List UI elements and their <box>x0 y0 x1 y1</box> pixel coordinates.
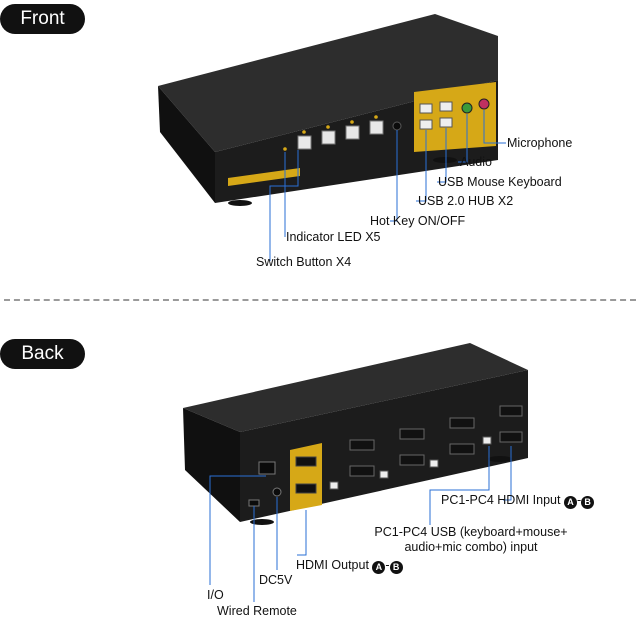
front-mic-jack <box>478 98 490 110</box>
back-callout-lines <box>209 446 512 602</box>
label-dc5v: DC5V <box>259 573 293 587</box>
label-usb-input-line2: audio+mic combo) input <box>404 540 538 554</box>
back-hdmi-out-a <box>295 456 317 467</box>
front-switch-button-1 <box>297 135 312 150</box>
back-power-switch <box>258 461 276 475</box>
front-led-5 <box>374 115 378 119</box>
front-hotkey-button <box>392 121 402 131</box>
front-led-2 <box>302 130 306 134</box>
leader-usb-input <box>429 446 490 525</box>
label-hot-key: Hot Key ON/OFF <box>370 214 466 228</box>
front-usb-port-1 <box>419 103 433 114</box>
leader-microphone <box>483 110 506 144</box>
leader-usb-hub <box>416 130 427 202</box>
badge-a-icon: A <box>372 561 386 574</box>
front-switch-button-4 <box>369 120 384 135</box>
leader-hdmi-input <box>503 446 512 501</box>
front-switch-button-3 <box>345 125 360 140</box>
leader-io <box>209 475 266 585</box>
label-usb-mouse-keyboard: USB Mouse Keyboard <box>438 175 562 189</box>
back-remote-port <box>248 499 260 507</box>
badge-a-icon: A <box>563 496 577 509</box>
back-hdmi-input-ports <box>349 405 523 477</box>
leader-hdmi-output <box>297 510 307 556</box>
front-device-side <box>158 86 215 203</box>
label-usb-hub: USB 2.0 HUB X2 <box>418 194 514 208</box>
label-microphone: Microphone <box>507 136 573 150</box>
front-led-3 <box>326 125 330 129</box>
section-divider <box>4 299 636 301</box>
front-device-top <box>158 14 498 152</box>
front-usb-port-4 <box>439 117 453 128</box>
front-brand-stripe <box>228 168 300 186</box>
label-hdmi-input-text: PC1-PC4 HDMI Input <box>441 493 561 507</box>
badge-b-icon: B <box>581 496 595 509</box>
label-usb-input-line1: PC1-PC4 USB (keyboard+mouse+ <box>374 525 568 539</box>
label-wired-remote: Wired Remote <box>217 604 297 618</box>
back-foot-left <box>250 519 274 525</box>
label-io: I/O <box>207 588 224 602</box>
front-device <box>158 14 498 206</box>
front-switch-button-2 <box>321 130 336 145</box>
leader-usb-mouse-keyboard <box>437 128 447 183</box>
front-callout-lines <box>269 110 506 261</box>
back-hdmi-out-b <box>295 483 317 494</box>
label-indicator-led: Indicator LED X5 <box>286 230 381 244</box>
back-device <box>183 343 528 525</box>
label-audio: Audio <box>460 155 492 169</box>
front-usb-port-2 <box>419 119 433 130</box>
leader-switch-button <box>269 150 299 261</box>
front-gold-panel <box>414 82 496 152</box>
back-dc-jack <box>272 487 282 497</box>
front-section-label: Front <box>0 4 85 34</box>
back-section-label: Back <box>0 339 85 369</box>
leader-hot-key <box>390 130 398 222</box>
back-usb-input-ports <box>329 436 492 490</box>
front-usb-port-3 <box>439 101 453 112</box>
back-foot-right <box>488 456 512 462</box>
leader-audio <box>458 114 468 163</box>
back-gold-panel <box>290 443 322 511</box>
back-device-top <box>183 343 528 432</box>
label-hdmi-input: PC1-PC4 HDMI Input A-B <box>441 493 595 509</box>
front-audio-jack <box>461 102 473 114</box>
front-led-1 <box>283 147 287 151</box>
front-foot-right <box>433 157 457 163</box>
label-switch-button: Switch Button X4 <box>256 255 352 269</box>
label-usb-input: PC1-PC4 USB (keyboard+mouse+ audio+mic c… <box>352 525 590 555</box>
back-device-side <box>183 408 240 522</box>
front-led-4 <box>350 120 354 124</box>
label-hdmi-output: HDMI Output A-B <box>296 558 403 574</box>
badge-b-icon: B <box>389 561 403 574</box>
front-foot-left <box>228 200 252 206</box>
label-hdmi-output-text: HDMI Output <box>296 558 369 572</box>
